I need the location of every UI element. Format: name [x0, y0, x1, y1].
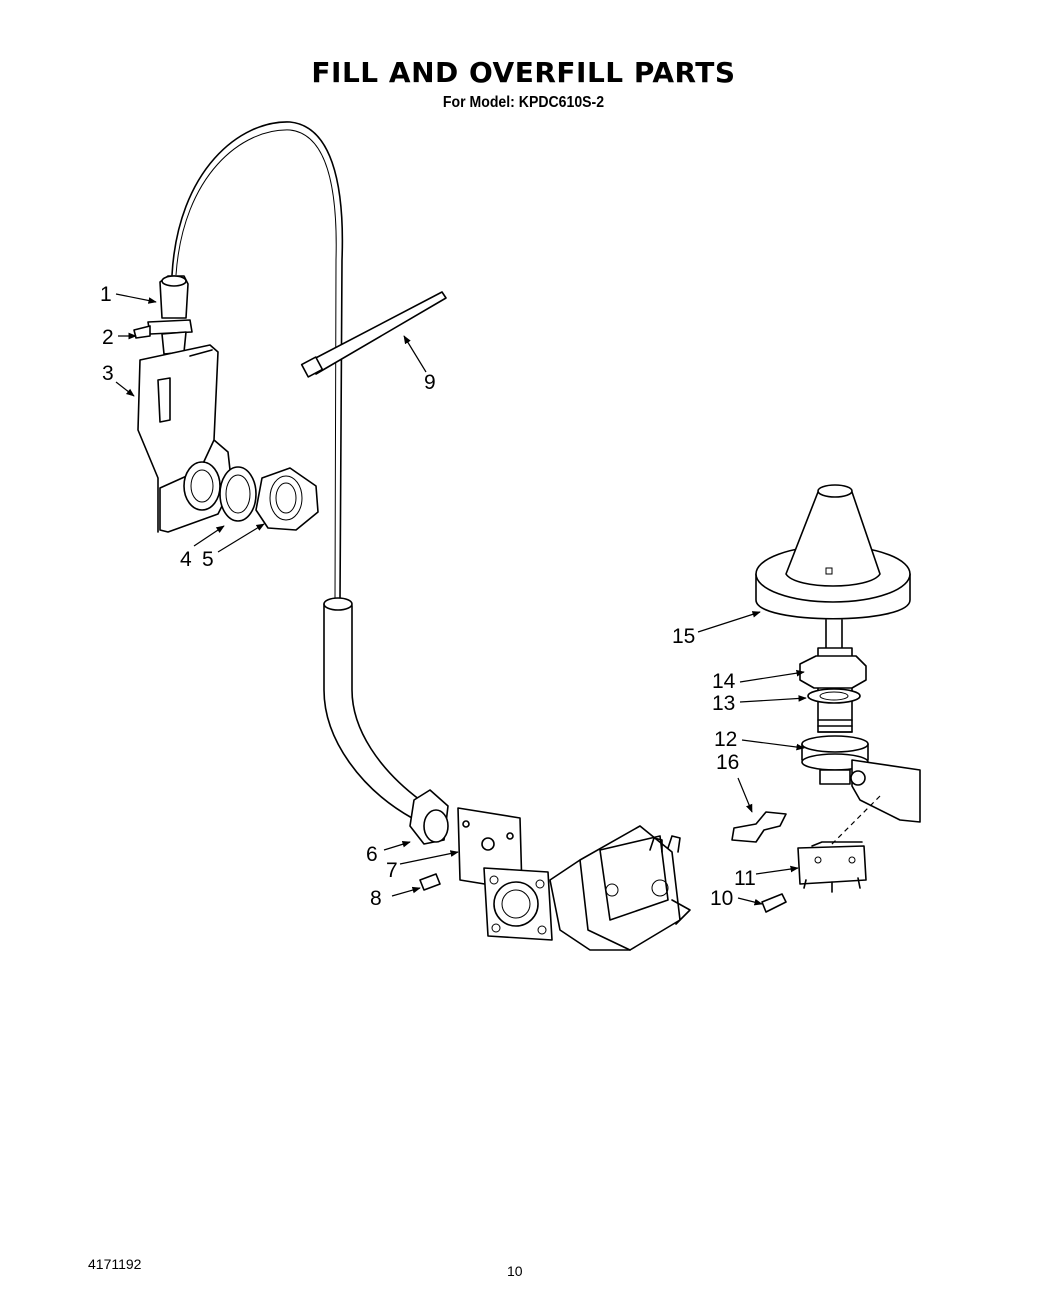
callout-10: 10 — [710, 887, 733, 910]
gasket-and-nut — [183, 461, 319, 531]
switch-lever — [731, 811, 787, 843]
callout-13: 13 — [712, 692, 735, 715]
leader-lines — [115, 293, 807, 906]
page-number: 10 — [507, 1263, 523, 1279]
callout-5: 5 — [202, 548, 214, 571]
switch-screw — [761, 893, 787, 913]
callout-12: 12 — [714, 728, 737, 751]
callout-3: 3 — [102, 362, 114, 385]
micro-switch — [797, 795, 881, 893]
overfill-float — [755, 484, 911, 649]
callout-1: 1 — [100, 283, 112, 306]
callout-labels: 1 2 3 4 5 6 7 8 9 10 11 12 13 14 15 16 — [100, 283, 756, 910]
callout-7: 7 — [386, 859, 398, 882]
fill-tube-line — [171, 121, 344, 601]
callout-8: 8 — [370, 887, 382, 910]
callout-6: 6 — [366, 843, 378, 866]
callout-16: 16 — [716, 751, 739, 774]
callout-4: 4 — [180, 548, 192, 571]
water-valve — [483, 825, 691, 951]
callout-2: 2 — [102, 326, 114, 349]
page-title: FILL AND OVERFILL PARTS — [311, 56, 736, 89]
callout-14: 14 — [712, 670, 736, 693]
wire-tie — [300, 291, 447, 378]
float-stem-assembly — [799, 647, 921, 823]
model-line: For Model: KPDC610S-2 — [442, 94, 605, 111]
callout-15: 15 — [672, 625, 695, 648]
callout-11: 11 — [734, 867, 756, 890]
callout-9: 9 — [424, 371, 436, 394]
document-number: 4171192 — [88, 1256, 142, 1272]
fill-hose — [323, 597, 449, 845]
